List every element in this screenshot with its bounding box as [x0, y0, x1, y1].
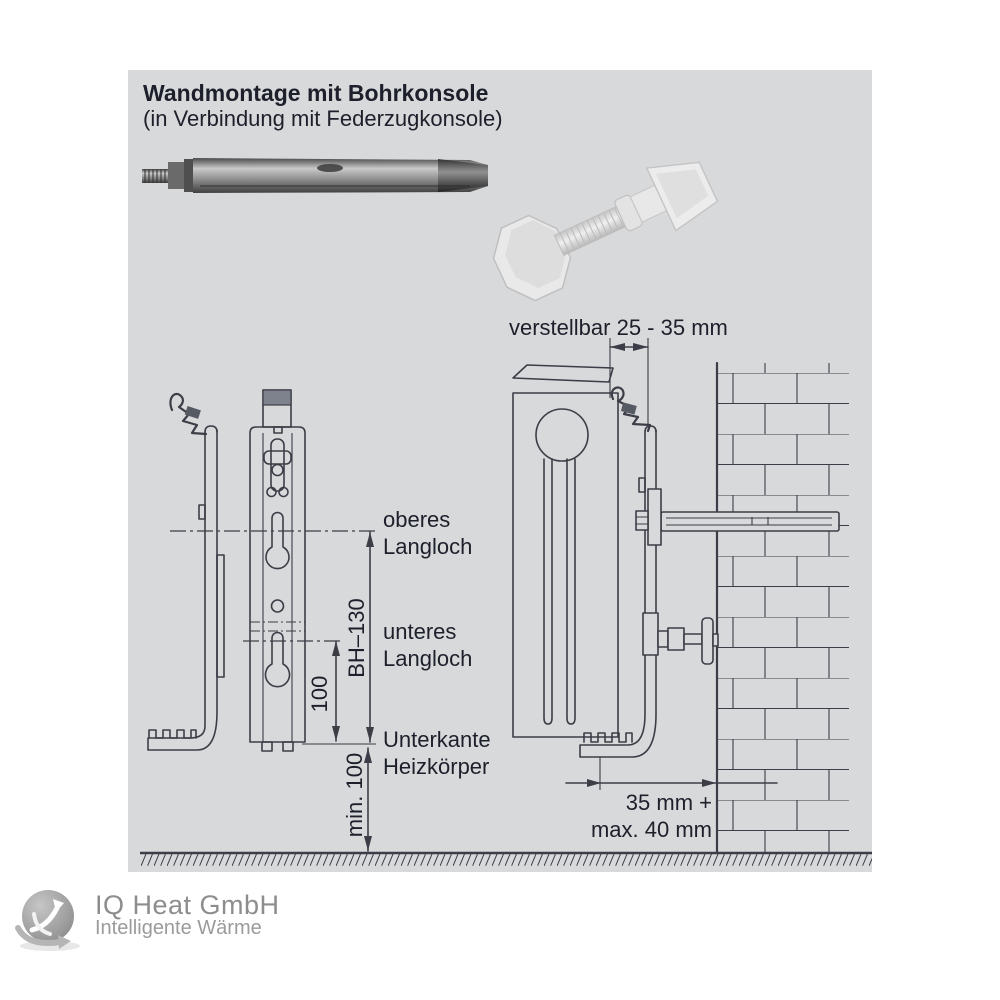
anchor-body	[193, 158, 488, 193]
side-view-bracket	[147, 392, 225, 751]
company-tagline: Intelligente Wärme	[95, 917, 262, 939]
page-title: Wandmontage mit Bohrkonsole	[143, 80, 489, 106]
installation-view	[512, 361, 849, 855]
wall-distance-label: 35 mm + max. 40 mm	[590, 790, 712, 842]
anchor-thread	[142, 169, 168, 183]
drill-anchor-bolt-photo	[142, 158, 488, 193]
company-name: IQ Heat GmbH	[95, 890, 280, 920]
page-subtitle: (in Verbindung mit Federzugkonsole)	[143, 106, 503, 131]
anchor-bolt-side	[635, 488, 840, 546]
ground-line	[140, 851, 872, 866]
adjuster-knob-side	[642, 612, 719, 665]
cross-slot	[263, 438, 292, 498]
anchor-nut	[168, 162, 184, 189]
adjuster-knob-photo	[492, 161, 719, 301]
iq-heat-globe-icon	[15, 890, 80, 951]
upper-slot-label: oberes Langloch	[383, 507, 473, 559]
lower-slot-label: unteres Langloch	[383, 619, 473, 671]
adjust-range-label: verstellbar 25 - 35 mm	[509, 315, 728, 340]
front-view-rail	[249, 389, 306, 752]
slot-spacing-label: 100	[307, 675, 332, 713]
lower-keyhole-slot	[264, 631, 291, 688]
brick-wall	[715, 361, 849, 855]
wall-bracket-rail	[579, 386, 657, 758]
dimension-lines	[302, 338, 778, 852]
radiator	[512, 364, 619, 738]
min-clearance-label: min. 100	[342, 752, 367, 838]
bh-dimension-label: BH–130	[344, 598, 369, 678]
bottom-edge-label: Unterkante Heizkörper	[383, 727, 491, 779]
upper-keyhole-slot	[265, 511, 290, 570]
